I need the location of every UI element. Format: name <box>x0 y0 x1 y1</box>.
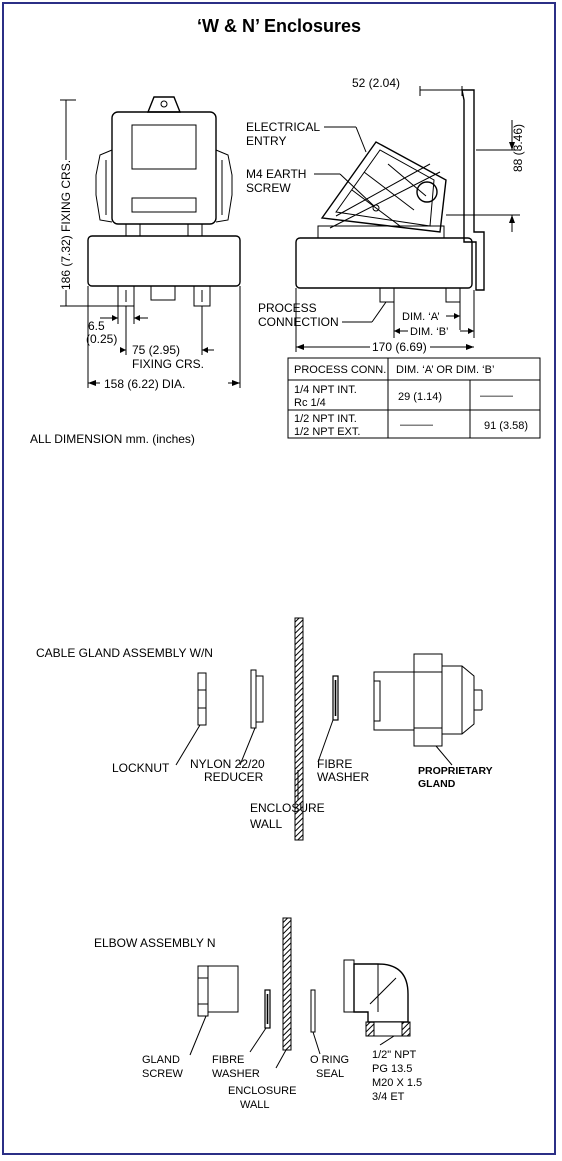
enclosure-base <box>87 235 241 287</box>
table-cell: 1/4 NPT INT. <box>294 384 357 396</box>
gland-screw-label-2: SCREW <box>142 1068 184 1080</box>
wall-label: ENCLOSURE <box>228 1085 296 1097</box>
offset-inch-label: (0.25) <box>86 332 117 346</box>
lug-hole <box>160 100 168 108</box>
top-dim-label: 52 (2.04) <box>352 76 400 90</box>
table-header: DIM. ‘A’ OR DIM. ‘B’ <box>396 364 494 376</box>
electrical-entry-label-2: ENTRY <box>246 134 286 148</box>
gland-screw-label: GLAND <box>142 1054 180 1066</box>
dim-a-label: DIM. ‘A’ <box>402 311 440 323</box>
overall-width-label: 170 (6.69) <box>372 340 427 354</box>
enclosure-neck <box>125 223 203 237</box>
side-view: 52 (2.04) 88 (3.46) ELECTRICAL ENTRY M4 … <box>246 76 525 354</box>
head-label-plate <box>131 197 197 213</box>
proprietary-gland <box>373 653 483 747</box>
table-cell: 1/2 NPT INT. <box>294 413 357 425</box>
enclosure-base-side <box>295 237 473 289</box>
fixing-crs-vertical-label: 186 (7.32) FIXING CRS. <box>59 160 73 290</box>
cable-gland-assembly: CABLE GLAND ASSEMBLY W/N <box>36 617 493 841</box>
left-bracket <box>95 149 113 223</box>
earth-screw-label-2: SCREW <box>246 181 291 195</box>
thread-label-4: 3/4 ET <box>372 1091 405 1103</box>
locknut-label: LOCKNUT <box>112 761 170 775</box>
enclosure-head-side <box>320 141 447 233</box>
earth-screw <box>372 204 380 212</box>
washer-label: FIBRE <box>212 1054 244 1066</box>
mounting-lug <box>146 96 182 113</box>
table-cell: 1/2 NPT EXT. <box>294 426 360 438</box>
offset-label: 6.5 <box>88 319 105 333</box>
dimension-table: PROCESS CONN. DIM. ‘A’ OR DIM. ‘B’ 1/4 N… <box>287 357 541 439</box>
wall-bracket <box>461 89 485 291</box>
thread-label-3: M20 X 1.5 <box>372 1077 422 1089</box>
seal-label: O RING <box>310 1054 349 1066</box>
o-ring-seal <box>310 989 316 1033</box>
enclosure-neck-side <box>317 225 445 239</box>
dim-b-label: DIM. ‘B’ <box>410 326 449 338</box>
process-connection-label-2: CONNECTION <box>258 315 339 329</box>
electrical-entry-label: ELECTRICAL <box>246 120 320 134</box>
elbow-fitting <box>343 959 411 1037</box>
front-view: 186 (7.32) FIXING CRS. 6.5 (0.25) 75 (2.… <box>57 96 241 391</box>
right-bracket <box>215 149 233 223</box>
seal-label-2: SEAL <box>316 1068 344 1080</box>
diameter-label: 158 (6.22) DIA. <box>104 377 185 391</box>
page-title: ‘W & N’ Enclosures <box>196 16 362 36</box>
table-cell: 91 (3.58) <box>484 420 528 432</box>
enclosure-wall <box>294 617 304 841</box>
washer-label-2: WASHER <box>212 1068 260 1080</box>
thread-label: 1/2" NPT <box>372 1049 417 1061</box>
reducer-label: NYLON 22/20 <box>190 757 265 771</box>
washer-label: FIBRE <box>317 757 352 771</box>
nylon-reducer <box>250 669 257 729</box>
table-cell: Rc 1/4 <box>294 397 326 409</box>
table-cell: ——— <box>400 419 433 431</box>
gland-screw <box>197 965 209 1017</box>
gland-label-2: GLAND <box>418 778 456 790</box>
process-connection-side <box>379 287 395 303</box>
wall-label-2: WALL <box>250 817 283 831</box>
head-window <box>131 124 197 170</box>
locknut <box>197 672 207 726</box>
reducer-label-2: REDUCER <box>204 770 264 784</box>
elbow-heading: ELBOW ASSEMBLY N <box>94 936 216 950</box>
process-connection-label: PROCESS <box>258 301 317 315</box>
gland-label: PROPRIETARY <box>418 765 493 777</box>
height-dim-label: 88 (3.46) <box>511 124 525 172</box>
wall-label-2: WALL <box>240 1099 270 1111</box>
enclosure-head <box>111 111 217 225</box>
thread-label-2: PG 13.5 <box>372 1063 412 1075</box>
wall-label: ENCLOSURE <box>250 801 325 815</box>
washer-label-2: WASHER <box>317 770 370 784</box>
fixing-crs-horizontal-label: 75 (2.95) <box>132 343 180 357</box>
table-header: PROCESS CONN. <box>294 364 386 376</box>
table-cell: ——— <box>480 390 513 402</box>
table-cell: 29 (1.14) <box>398 391 442 403</box>
fixing-crs-label: FIXING CRS. <box>132 357 204 371</box>
enclosure-wall <box>282 917 292 1051</box>
process-connection-front <box>150 285 176 301</box>
dimensions-note: ALL DIMENSION mm. (inches) <box>30 432 195 446</box>
earth-screw-label: M4 EARTH <box>246 167 306 181</box>
electrical-entry-port <box>416 181 438 203</box>
cable-gland-heading: CABLE GLAND ASSEMBLY W/N <box>36 646 213 660</box>
elbow-assembly: ELBOW ASSEMBLY N GLAND SCREW FIBRE W <box>94 917 422 1111</box>
